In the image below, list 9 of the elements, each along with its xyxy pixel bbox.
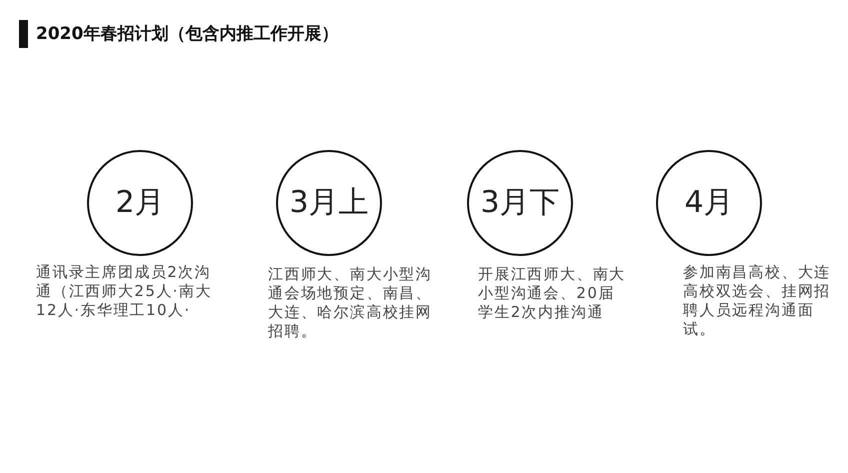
month-label: 4月	[684, 185, 734, 221]
description-text: 参加南昌高校、大连高校双选会、挂网招聘人员远程沟通面试。	[683, 263, 832, 339]
month-label: 3月下	[480, 185, 560, 221]
description-text: 开展江西师大、南大小型沟通会、20届学生2次内推沟通	[478, 265, 627, 322]
title: 2020年春招计划（包含内推工作开展）	[36, 23, 338, 46]
description-text: 江西师大、南大小型沟通会场地预定、南昌、大连、哈尔滨高校挂网招聘。	[268, 265, 433, 341]
description-text: 通讯录主席团成员2次沟通（江西师大25人·南大12人·东华理工10人·	[36, 263, 213, 320]
month-label: 2月	[115, 185, 165, 221]
month-label: 3月上	[289, 185, 369, 221]
